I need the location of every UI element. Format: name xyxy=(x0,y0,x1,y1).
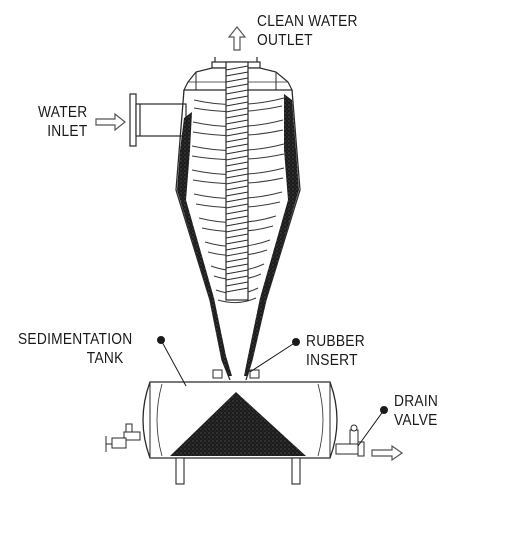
drain-valve xyxy=(335,424,365,457)
rubber-insert-label: RUBBER INSERT xyxy=(306,332,365,370)
rubber-insert-line1: RUBBER xyxy=(306,333,365,350)
rubber-insert-line2: INSERT xyxy=(306,352,358,369)
leader-lines xyxy=(157,336,388,447)
sedimentation-tank-label: SEDIMENTATION TANK xyxy=(18,330,132,368)
inlet-arrow-icon xyxy=(95,112,126,132)
water-inlet-line1: WATER xyxy=(37,104,87,121)
drain-valve-line2: VALVE xyxy=(394,412,438,429)
sedimentation-tank-line1: SEDIMENTATION xyxy=(18,331,133,348)
water-inlet-line2: INLET xyxy=(46,123,87,140)
leader-sedimentation xyxy=(160,339,187,387)
rubber-insert-bullet-icon xyxy=(292,338,300,346)
clean-water-outlet-label: CLEAN WATER OUTLET xyxy=(257,12,358,50)
outlet-arrow-icon xyxy=(227,26,247,51)
clean-water-outlet-line1: CLEAN WATER xyxy=(257,13,358,30)
vortex-finder-pipe xyxy=(225,61,249,301)
inlet-pipe xyxy=(129,93,187,147)
leader-rubber-insert xyxy=(249,341,297,373)
sedimentation-bullet-icon xyxy=(157,336,165,344)
drain-valve-label: DRAIN VALVE xyxy=(394,392,438,430)
drain-valve-bullet-icon xyxy=(380,406,388,414)
cyclone-body xyxy=(175,89,301,381)
sedimentation-tank-line2: TANK xyxy=(86,350,124,367)
leader-drain-valve xyxy=(357,409,385,447)
rubber-insert xyxy=(212,369,260,379)
drain-arrow-icon xyxy=(371,444,404,462)
left-valve xyxy=(105,423,141,452)
drain-valve-line1: DRAIN xyxy=(394,393,439,410)
water-inlet-label: WATER INLET xyxy=(38,103,87,141)
sediment-pile xyxy=(170,392,306,456)
sedimentation-tank xyxy=(142,381,338,485)
clean-water-outlet-line2: OUTLET xyxy=(257,32,313,49)
